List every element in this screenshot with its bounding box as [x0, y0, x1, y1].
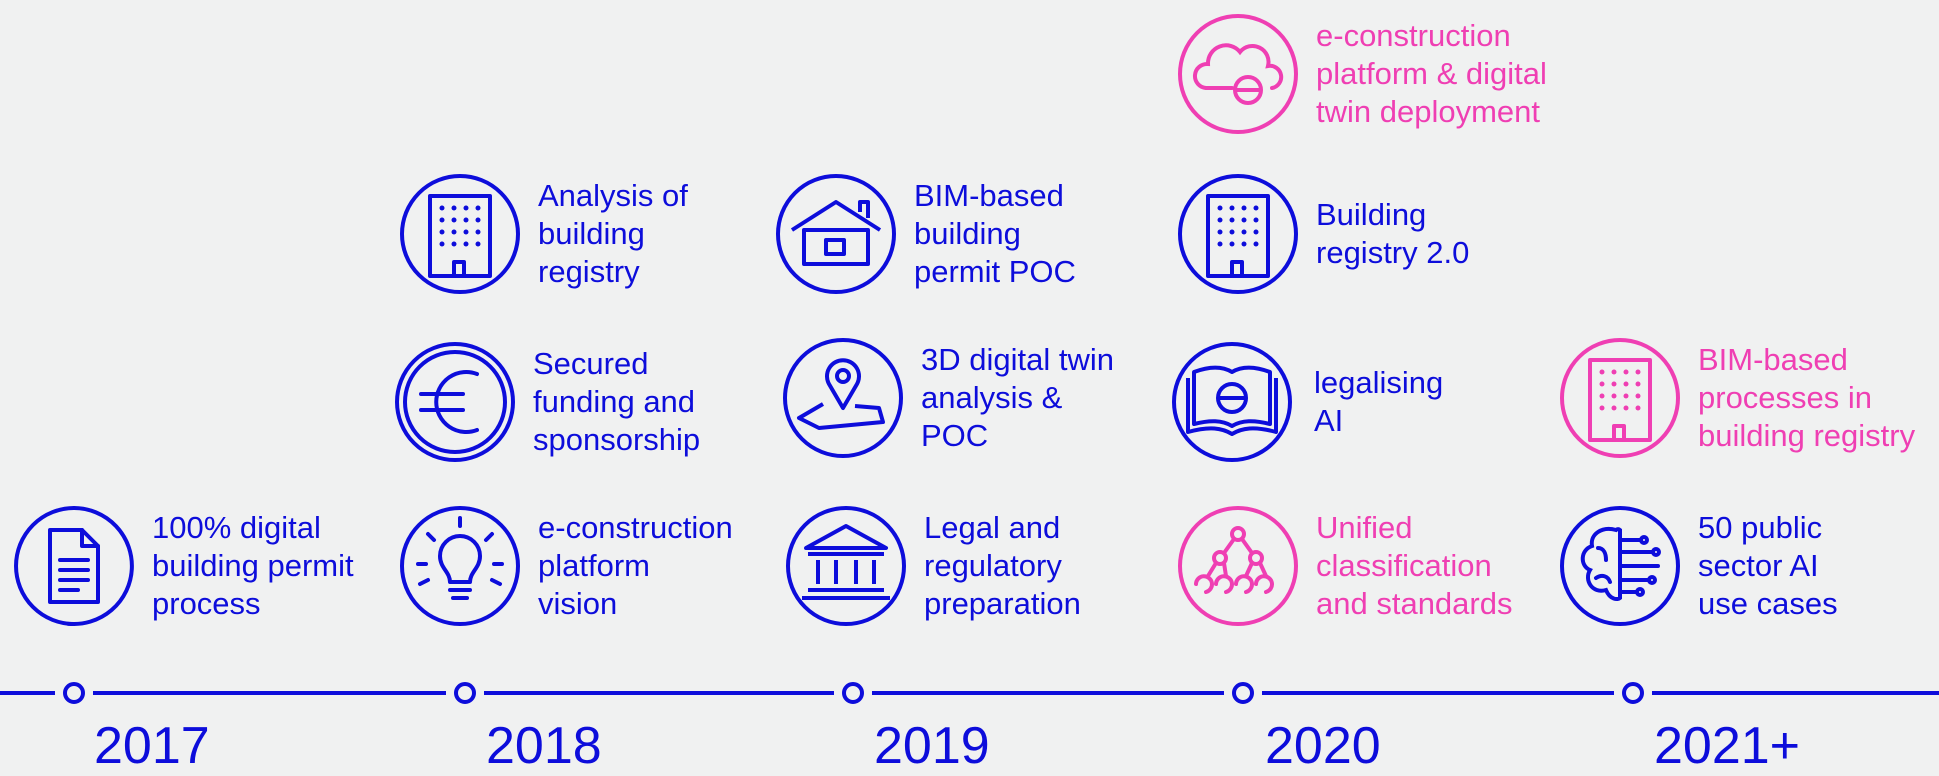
milestone-label: 100% digital building permit process [152, 510, 354, 621]
euro-icon [395, 342, 515, 462]
year-label-2018: 2018 [486, 717, 602, 775]
house-icon [776, 174, 896, 294]
milestone-label: BIM-based processes in building registry [1698, 342, 1916, 453]
timeline-node-2019 [842, 682, 864, 704]
milestone-label: Analysis of building registry [538, 178, 688, 289]
year-label-2019: 2019 [874, 717, 990, 775]
map-pin-icon [783, 338, 903, 458]
government-building-icon [786, 506, 906, 626]
timeline-axis [0, 682, 1939, 704]
milestone-label: Unified classification and standards [1316, 510, 1513, 621]
year-label-2021: 2021+ [1654, 717, 1801, 775]
milestone-label: Building registry 2.0 [1316, 197, 1470, 270]
building-icon [1560, 338, 1680, 458]
milestone-label: legalising AI [1314, 365, 1444, 438]
milestone-label: Secured funding and sponsorship [533, 346, 701, 457]
cloud-e-icon [1178, 14, 1298, 134]
brain-circuit-icon [1560, 506, 1680, 626]
hierarchy-icon [1178, 506, 1298, 626]
year-label-2017: 2017 [94, 717, 210, 775]
lightbulb-icon [400, 506, 520, 626]
timeline-node-2018 [454, 682, 476, 704]
building-icon [400, 174, 520, 294]
milestone-label: BIM-based building permit POC [914, 178, 1076, 289]
milestone-label: 50 public sector AI use cases [1698, 510, 1838, 621]
timeline-node-2020 [1232, 682, 1254, 704]
document-icon [14, 506, 134, 626]
year-label-2020: 2020 [1265, 717, 1381, 775]
milestone-label: Legal and regulatory preparation [924, 510, 1081, 621]
milestone-label: e-construction platform & digital twin d… [1316, 18, 1547, 129]
timeline-node-2021 [1622, 682, 1644, 704]
building-icon [1178, 174, 1298, 294]
milestone-label: 3D digital twin analysis & POC [921, 342, 1114, 453]
e-book-icon [1172, 342, 1292, 462]
timeline-node-2017 [63, 682, 85, 704]
milestone-label: e-construction platform vision [538, 510, 733, 621]
